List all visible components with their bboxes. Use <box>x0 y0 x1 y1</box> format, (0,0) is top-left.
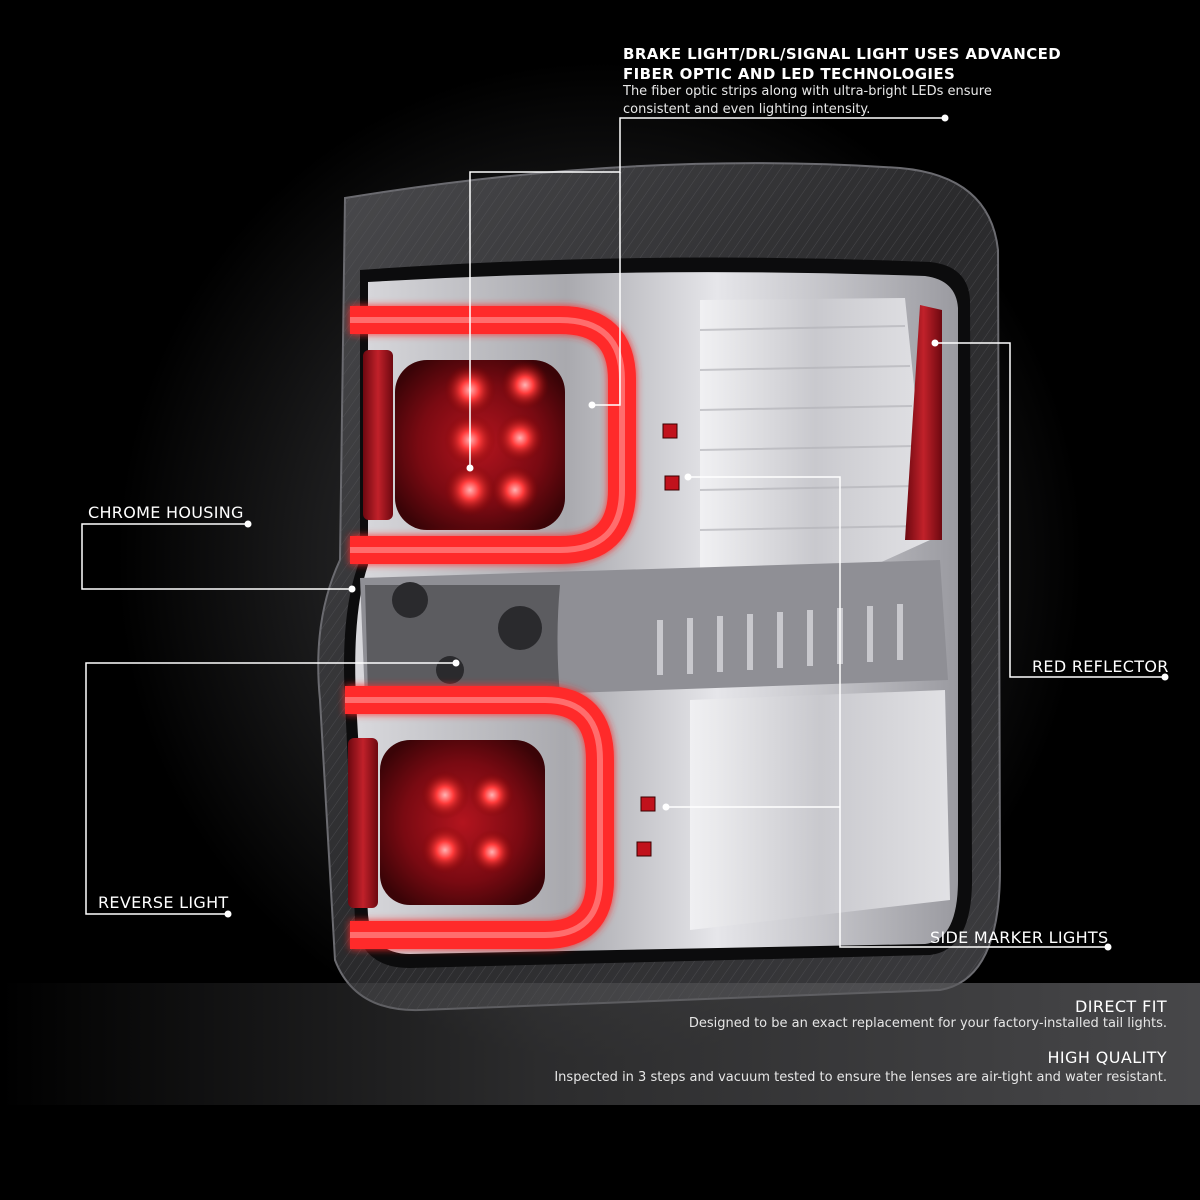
chrome-housing-label: CHROME HOUSING <box>88 503 244 522</box>
feature-title-direct-fit: DIRECT FIT <box>1075 997 1167 1016</box>
feature-band <box>0 983 1200 1105</box>
reverse-light-leader <box>85 662 456 915</box>
callout-lines <box>81 117 1165 948</box>
side-marker-lights-label: SIDE MARKER LIGHTS <box>930 928 1109 947</box>
side-marker-leds <box>636 423 680 857</box>
side-marker-leader <box>688 476 1108 948</box>
feature-description-high-quality: Inspected in 3 steps and vacuum tested t… <box>554 1070 1167 1085</box>
feature-title-high-quality: HIGH QUALITY <box>1047 1048 1167 1067</box>
fiber-optic-callout-title: BRAKE LIGHT/DRL/SIGNAL LIGHT USES ADVANC… <box>623 45 1062 83</box>
right-red-reflector <box>905 305 942 540</box>
reverse-light-label: REVERSE LIGHT <box>98 893 229 912</box>
red-reflector-leader <box>935 342 1165 678</box>
upper-leds <box>444 361 549 516</box>
chrome-housing-leader <box>81 523 352 590</box>
red-reflector-label: RED REFLECTOR <box>1032 657 1169 676</box>
lower-leds <box>421 771 514 874</box>
left-reflector-lower <box>348 738 378 908</box>
left-reflector-upper <box>363 350 393 520</box>
fiber-optic-callout-description: The fiber optic strips along with ultra-… <box>623 84 992 117</box>
lower-led-lens <box>380 740 545 905</box>
feature-description-direct-fit: Designed to be an exact replacement for … <box>688 1016 1167 1031</box>
